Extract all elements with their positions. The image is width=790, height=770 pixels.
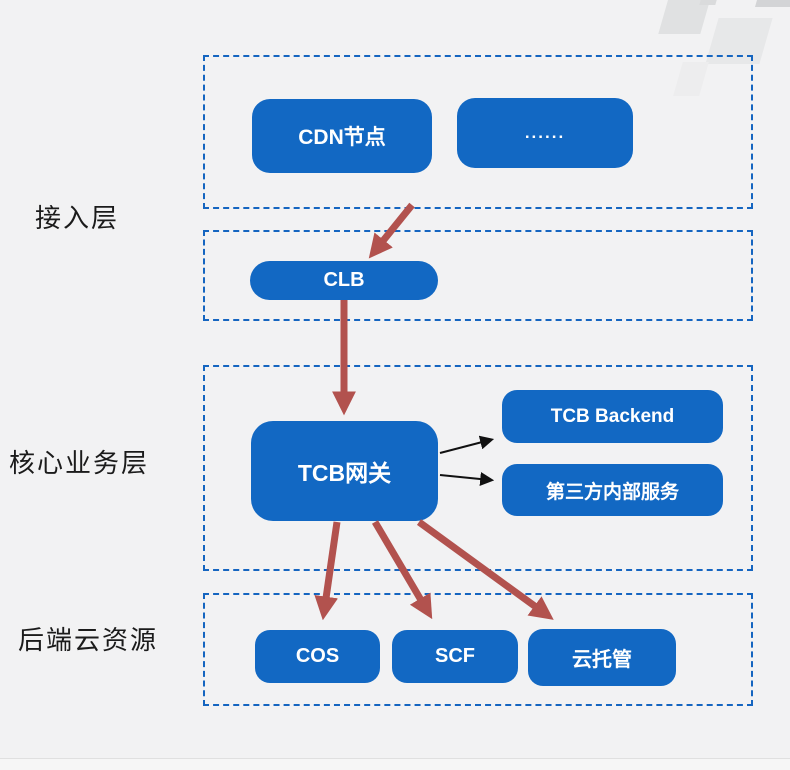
node-ellipsis: ...... (457, 98, 633, 168)
node-cdn: CDN节点 (252, 99, 432, 173)
node-clb: CLB (250, 261, 438, 300)
node-cos: COS (255, 630, 380, 683)
corner-decoration-shape (754, 0, 790, 7)
node-scf: SCF (392, 630, 518, 683)
corner-decoration-shape (699, 0, 717, 5)
access-layer-zone-clb (203, 230, 753, 321)
page-bottom-divider (0, 758, 790, 770)
resource-layer-label: 后端云资源 (18, 625, 159, 655)
access-layer-zone-top (203, 55, 753, 209)
node-third-party: 第三方内部服务 (502, 464, 723, 516)
core-layer-label: 核心业务层 (9, 448, 150, 478)
node-cloudrun: 云托管 (528, 629, 676, 686)
node-tcb-backend: TCB Backend (502, 390, 723, 443)
corner-decoration-shape (658, 0, 712, 34)
node-tcb-gateway: TCB网关 (251, 421, 438, 521)
access-layer-label: 接入层 (35, 203, 120, 233)
